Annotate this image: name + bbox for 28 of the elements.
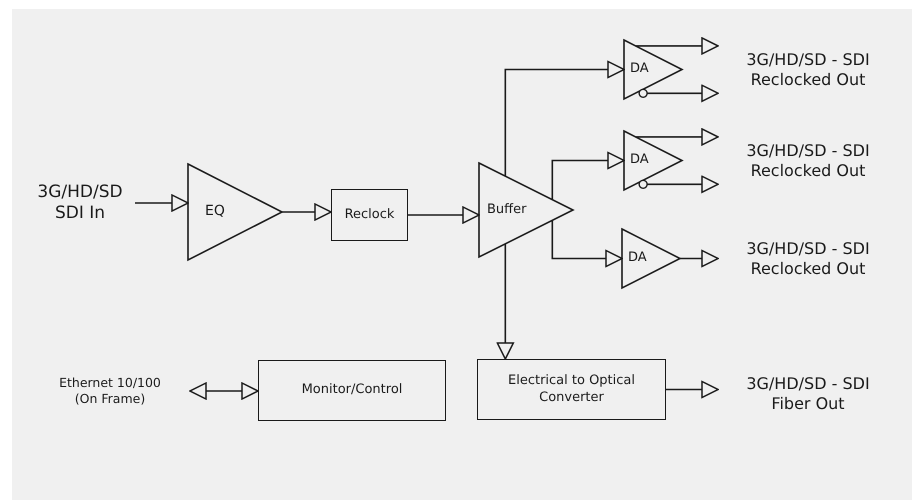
arrow [647,176,719,194]
arrow [636,128,719,146]
signal-label: 3G/HD/SD - SDI Reclocked Out [718,135,898,187]
process-box: Monitor/Control [258,360,446,421]
signal-label: 3G/HD/SD SDI In [25,178,135,228]
arrow [552,220,623,268]
signal-label: 3G/HD/SD - SDI Reclocked Out [718,44,898,96]
signal-label: 3G/HD/SD - SDI Reclocked Out [718,233,898,285]
arrow [135,194,189,212]
amplifier-triangle: DA [624,131,682,190]
arrow [647,84,719,102]
arrow [189,382,259,400]
process-box: Electrical to Optical Converter [477,359,666,420]
signal-label: 3G/HD/SD - SDI Fiber Out [718,370,898,418]
amplifier-triangle: DA [624,40,682,99]
amplifier-triangle: EQ [188,164,282,260]
process-box: Reclock [331,189,408,241]
arrow [504,60,625,176]
arrow [282,203,332,221]
arrow [408,206,480,224]
signal-label: Ethernet 10/100 (On Frame) [30,370,190,412]
amplifier-triangle: DA [622,229,680,288]
arrow [496,244,514,360]
arrow [680,250,719,268]
arrow [666,380,719,398]
amplifier-triangle: Buffer [479,163,573,257]
arrow [552,152,625,200]
arrow [636,37,719,55]
